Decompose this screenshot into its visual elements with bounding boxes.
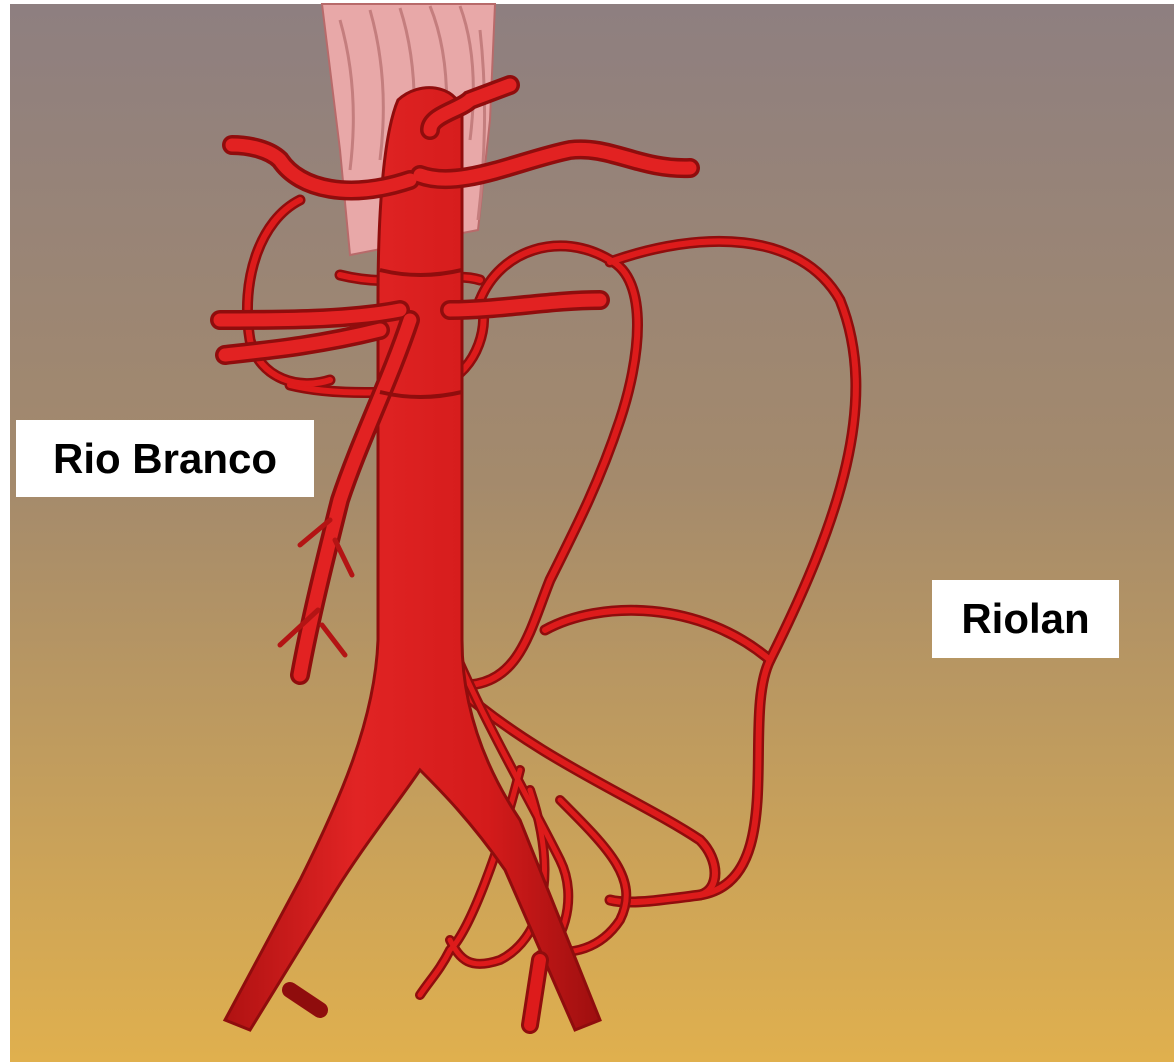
label-riolan: Riolan xyxy=(932,580,1119,658)
label-rio-branco-text: Rio Branco xyxy=(53,438,277,480)
label-rio-branco: Rio Branco xyxy=(16,420,314,497)
background xyxy=(10,4,1174,1062)
label-riolan-text: Riolan xyxy=(961,598,1089,640)
